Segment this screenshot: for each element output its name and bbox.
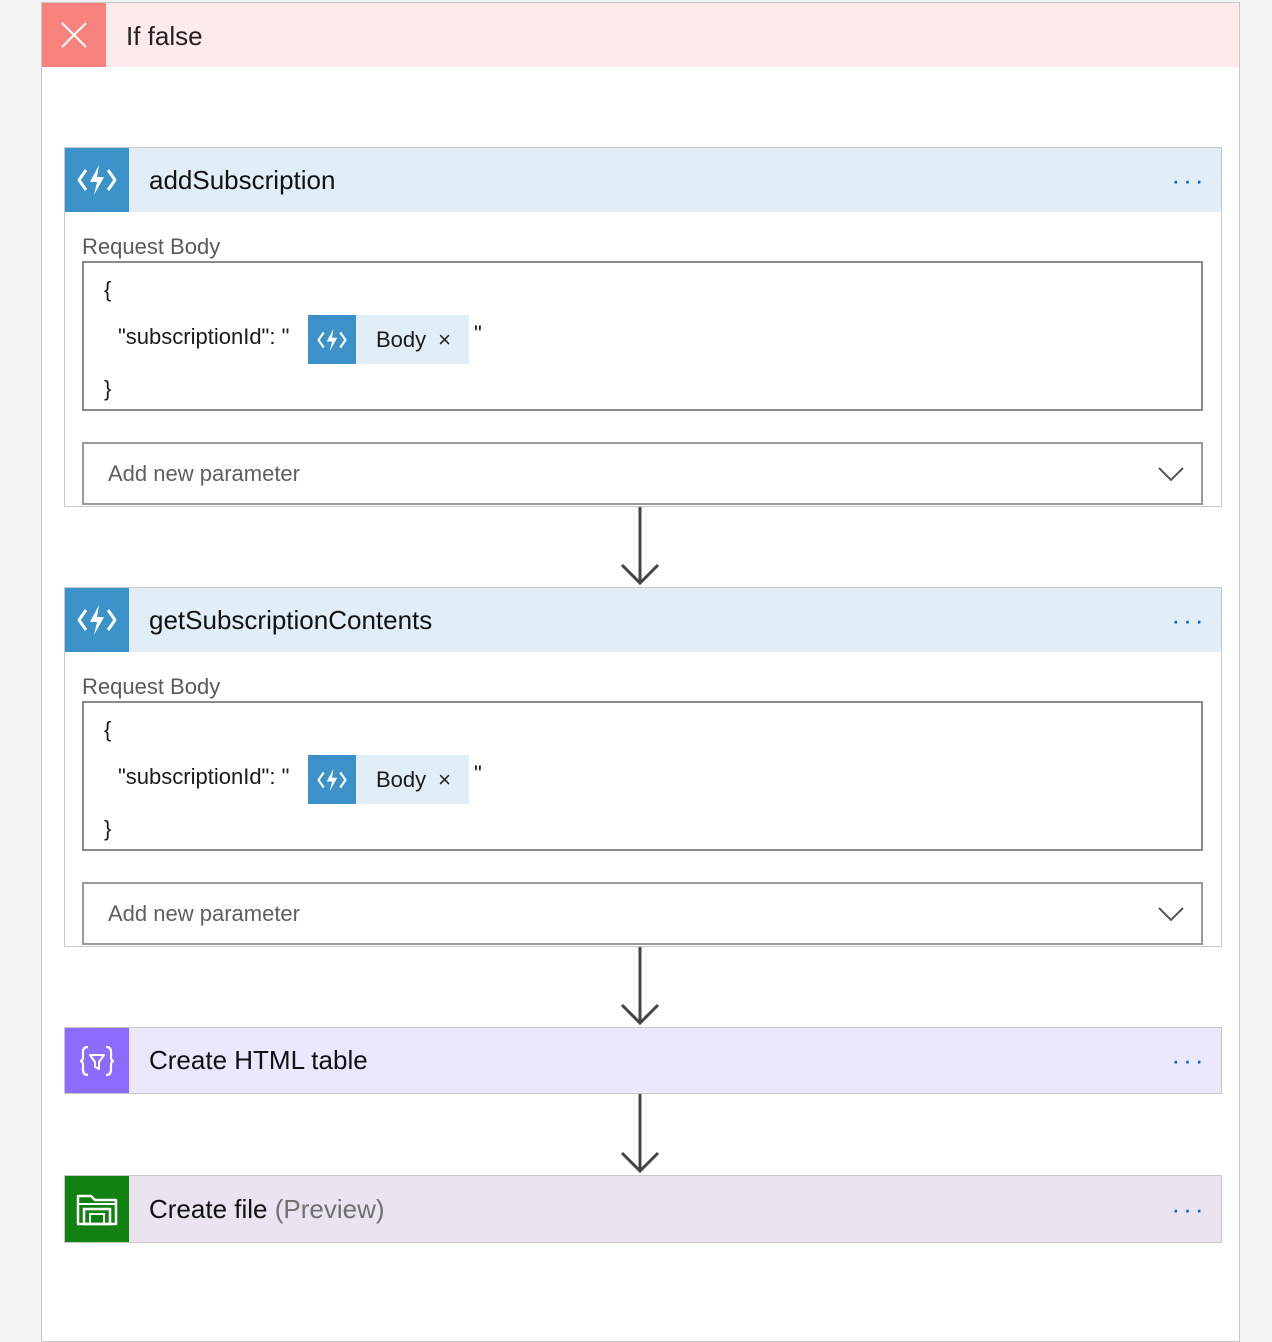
flow-arrow [620, 1094, 660, 1174]
token-label: Body [376, 766, 427, 792]
branch-header[interactable]: If false [42, 3, 1239, 67]
json-close-brace: } [104, 376, 112, 401]
request-body-label: Request Body [82, 234, 221, 259]
action-card-get-subscription-contents: getSubscriptionContents ··· Request Body… [64, 587, 1222, 947]
json-close-brace: } [104, 816, 112, 841]
add-new-parameter-dropdown[interactable]: Add new parameter [82, 442, 1203, 505]
action-card-create-file[interactable]: Create file (Preview) ··· [64, 1175, 1222, 1243]
action-card-create-html-table[interactable]: Create HTML table ··· [64, 1027, 1222, 1094]
request-body-label: Request Body [82, 674, 221, 699]
branch-title: If false [126, 21, 203, 51]
card-title-text: Create file [149, 1193, 268, 1224]
token-label: Body [376, 326, 427, 352]
dynamic-content-token[interactable]: Body × [308, 755, 469, 804]
json-key: "subscriptionId": " [118, 764, 290, 789]
more-options-button[interactable]: ··· [1171, 1045, 1207, 1075]
flow-arrow [620, 507, 660, 586]
json-quote: " [474, 321, 482, 346]
card-title: addSubscription [149, 164, 336, 195]
json-quote: " [474, 761, 482, 786]
param-placeholder: Add new parameter [108, 900, 300, 926]
remove-token-button[interactable]: × [438, 766, 452, 792]
azure-function-icon [308, 755, 356, 804]
card-header[interactable]: addSubscription ··· [65, 148, 1221, 212]
param-placeholder: Add new parameter [108, 460, 300, 486]
preview-tag: (Preview) [274, 1193, 385, 1224]
more-options-button[interactable]: ··· [1171, 604, 1207, 635]
card-title: getSubscriptionContents [149, 604, 433, 635]
action-card-add-subscription: addSubscription ··· Request Body { "subs… [64, 147, 1222, 507]
card-title: Create file (Preview) [149, 1194, 1157, 1225]
azure-function-icon [65, 148, 129, 212]
dynamic-content-token[interactable]: Body × [308, 315, 469, 364]
azure-function-icon [65, 588, 129, 652]
chevron-down-icon [1141, 466, 1201, 482]
request-body-editor[interactable]: { "subscriptionId": " Body × " } [82, 701, 1203, 851]
more-options-button[interactable]: ··· [1171, 164, 1207, 195]
card-header[interactable]: Create HTML table ··· [65, 1028, 1221, 1093]
card-header[interactable]: getSubscriptionContents ··· [65, 588, 1221, 652]
add-new-parameter-dropdown[interactable]: Add new parameter [82, 882, 1203, 945]
sharepoint-folder-icon [65, 1176, 129, 1242]
json-key: "subscriptionId": " [118, 324, 290, 349]
card-title: Create HTML table [149, 1045, 368, 1075]
card-header[interactable]: Create file (Preview) ··· [65, 1176, 1221, 1242]
remove-token-button[interactable]: × [438, 326, 452, 352]
request-body-editor[interactable]: { "subscriptionId": " Body × " } [82, 261, 1203, 411]
data-operations-icon [65, 1028, 129, 1093]
close-icon[interactable] [42, 3, 106, 67]
azure-function-icon [308, 315, 356, 364]
json-open-brace: { [104, 717, 112, 742]
json-open-brace: { [104, 277, 112, 302]
chevron-down-icon [1141, 906, 1201, 922]
flow-arrow [620, 947, 660, 1026]
more-options-button[interactable]: ··· [1171, 1193, 1207, 1224]
